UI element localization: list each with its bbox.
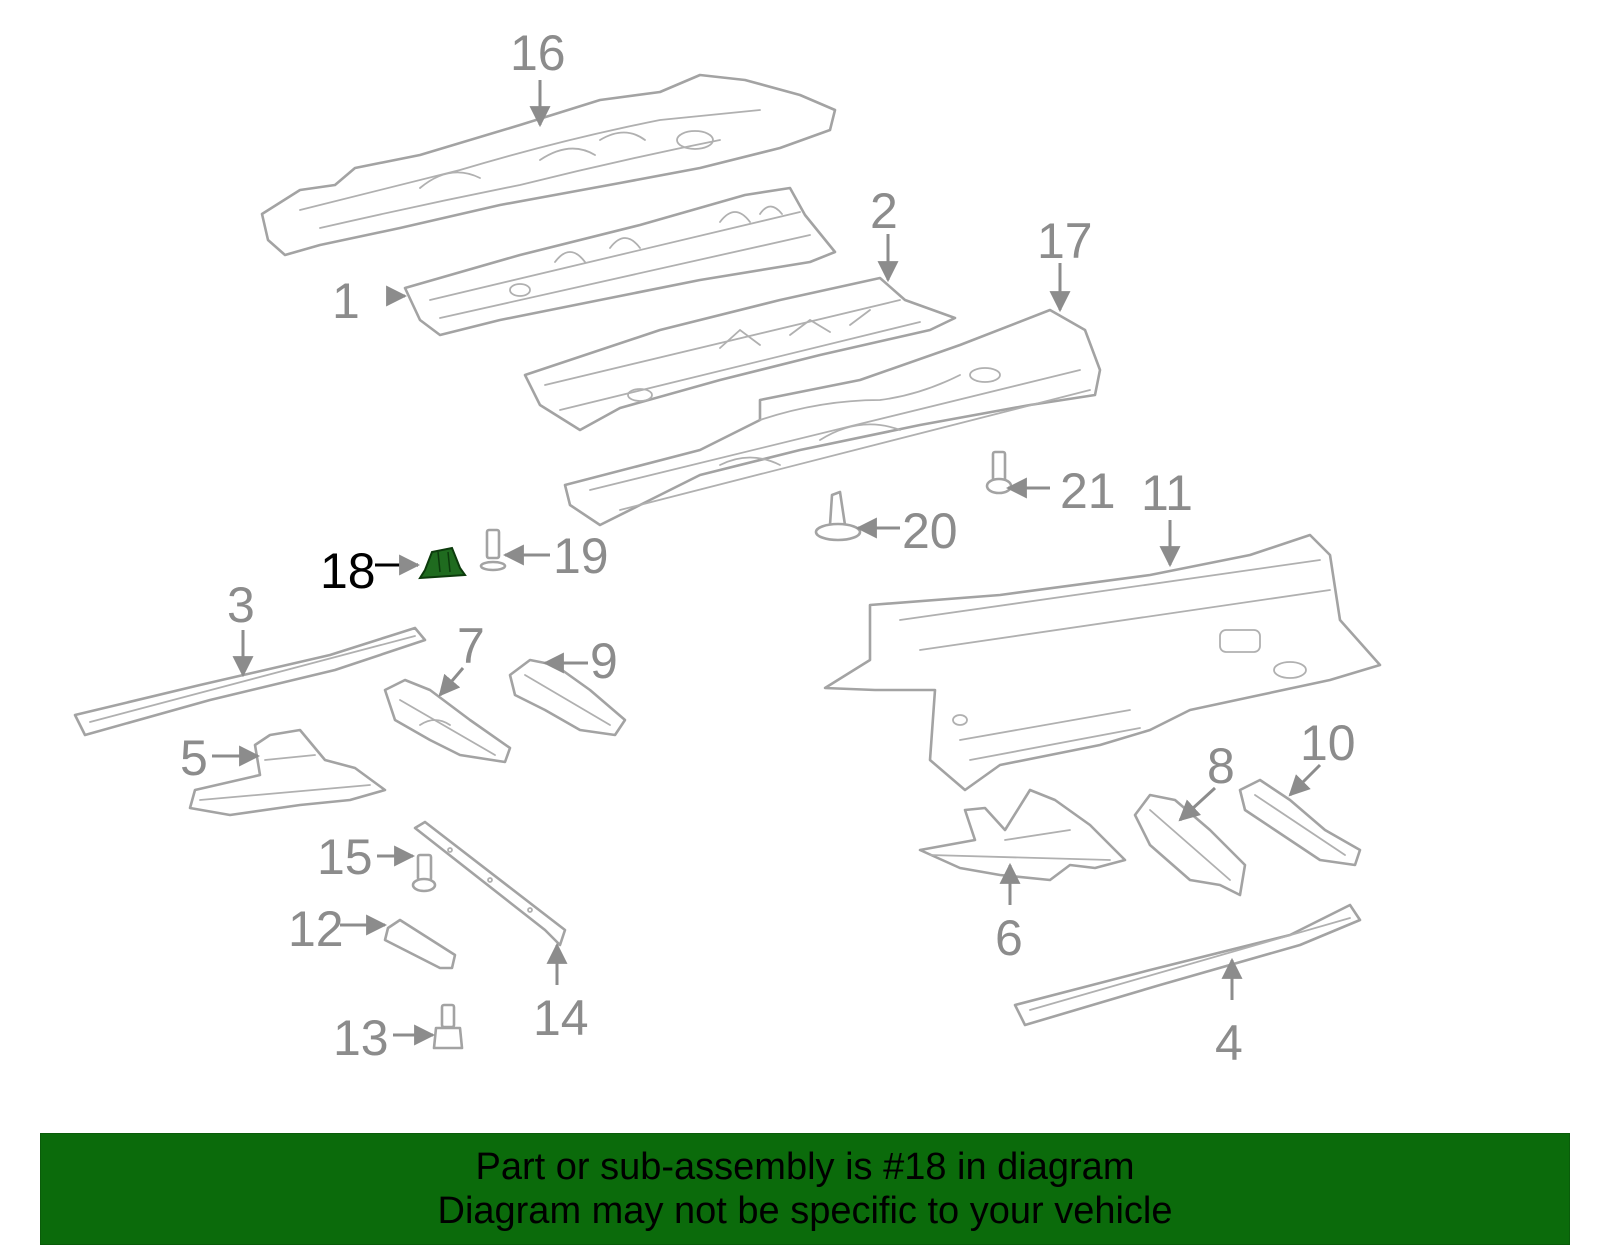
callout-8: 8 [1207,738,1235,794]
callout-1: 1 [332,273,360,329]
callout-20: 20 [902,503,958,559]
callout-16: 16 [510,25,566,81]
callout-12: 12 [288,901,344,957]
part-3-shape [73,626,427,737]
part-5-shape [188,728,387,817]
part-10-shape [1238,778,1362,867]
callout-11: 11 [1141,465,1193,521]
part-8-shape [1133,793,1247,897]
part-11-shape [823,533,1382,792]
part-1-shape [403,186,837,337]
part-14-shape [413,820,567,947]
part-17-shape [563,308,1102,527]
part-18-shape-highlighted [418,546,467,580]
callout-15: 15 [317,829,373,885]
callout-4: 4 [1215,1015,1243,1071]
part-16-shape [260,73,837,257]
callout-2: 2 [870,183,898,239]
part-15-shape [411,853,437,893]
part-20-shape [814,490,862,542]
part-13-shape [432,1003,464,1050]
part-4-shape [1013,903,1362,1027]
callout-9: 9 [590,633,618,689]
callout-19: 19 [553,528,609,584]
callout-5: 5 [180,730,208,786]
callout-6: 6 [995,910,1023,966]
banner-line-part-number: Part or sub-assembly is #18 in diagram [475,1146,1135,1188]
callout-13: 13 [333,1010,389,1066]
info-banner: Part or sub-assembly is #18 in diagram D… [40,1133,1570,1245]
callout-14: 14 [533,990,589,1046]
callout-10: 10 [1300,715,1356,771]
part-6-shape [918,788,1127,882]
callout-18-highlighted: 18 [320,543,376,599]
leader-arrows [212,80,1322,1046]
callout-3: 3 [227,577,255,633]
part-2-shape [523,276,957,432]
callout-17: 17 [1037,213,1093,269]
parts-diagram: 16 1 2 17 21 11 20 19 18 3 7 9 5 8 10 15… [73,25,1382,1071]
callout-7: 7 [457,618,485,674]
part-21-shape [985,450,1013,495]
part-12-shape [383,918,457,970]
callout-21: 21 [1060,463,1116,519]
part-7-shape [383,678,512,764]
part-19-shape [479,528,507,572]
banner-line-disclaimer: Diagram may not be specific to your vehi… [437,1190,1173,1232]
part-9-shape [508,658,627,737]
